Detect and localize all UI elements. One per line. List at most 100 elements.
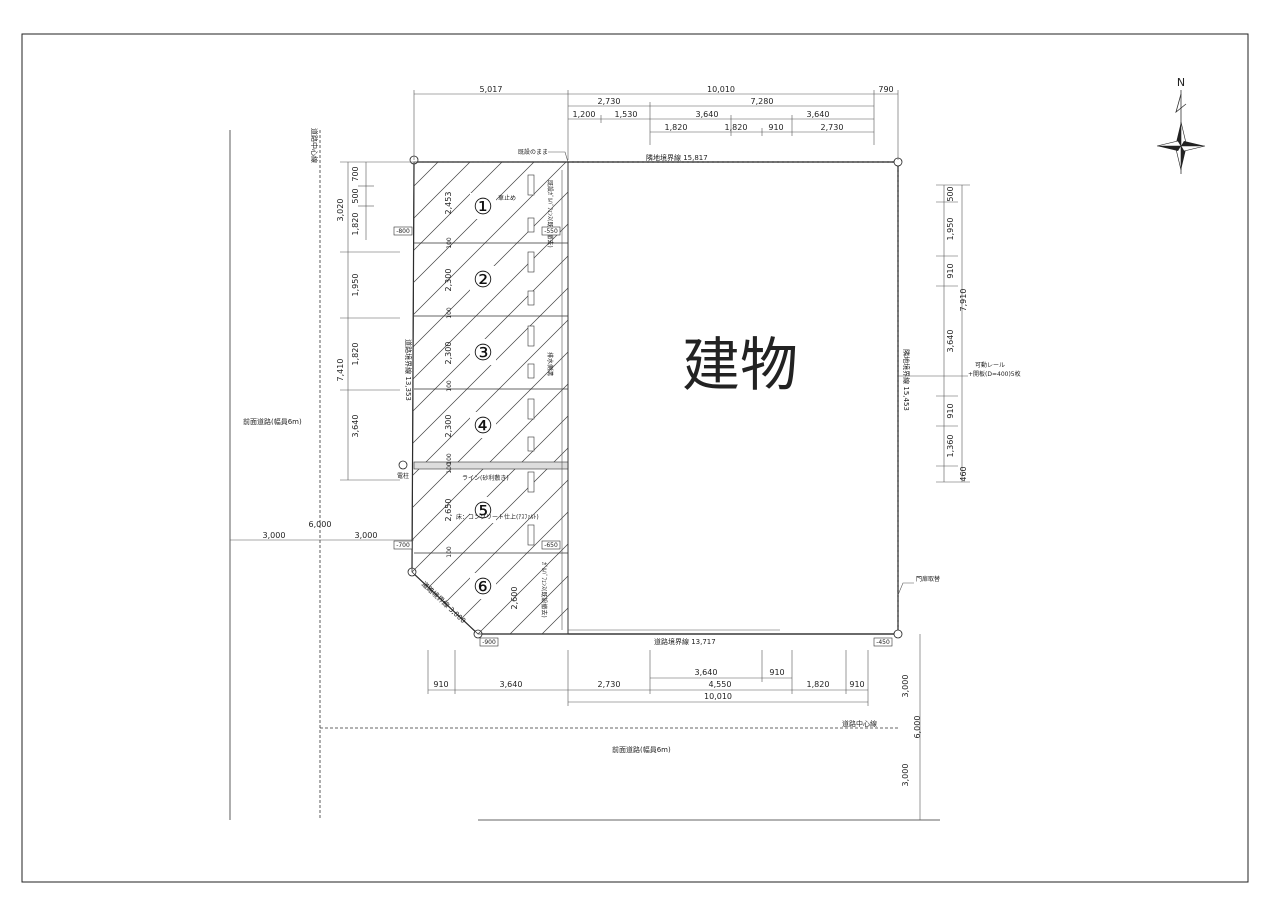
- parking-number-3: ③: [473, 341, 493, 366]
- svg-text:3,000: 3,000: [355, 531, 378, 540]
- parking-hatch: [400, 0, 580, 840]
- svg-text:2,600: 2,600: [510, 587, 519, 610]
- svg-text:N: N: [1177, 76, 1185, 89]
- svg-text:1,360: 1,360: [946, 435, 955, 458]
- svg-text:100: 100: [446, 453, 453, 465]
- hatch-line: [412, 275, 568, 457]
- parking-number-5: ⑤: [473, 499, 493, 524]
- top-dimensions: 5,017 10,010 790 2,730 7,280 1,200 1,530…: [413, 85, 899, 160]
- svg-text:2,730: 2,730: [598, 680, 621, 689]
- svg-text:7,280: 7,280: [751, 97, 774, 106]
- hatch-line: [412, 467, 568, 634]
- svg-text:910: 910: [768, 123, 783, 132]
- svg-text:-900: -900: [482, 639, 496, 646]
- svg-text:2,300: 2,300: [444, 342, 453, 365]
- svg-text:100: 100: [446, 307, 453, 319]
- svg-text:-450: -450: [876, 639, 890, 646]
- road-boundary-bottom-label: 道路境界線 13,717: [654, 637, 716, 646]
- parking-number-4: ④: [473, 414, 493, 439]
- utility-pole: [398, 460, 408, 470]
- car-stop-note: 車止め: [498, 194, 516, 202]
- hatch-line: [412, 563, 568, 634]
- svg-text:3,640: 3,640: [696, 110, 719, 119]
- svg-text:7,410: 7,410: [336, 359, 345, 382]
- svg-text:500: 500: [946, 186, 955, 201]
- fence-note: 既設ｶﾞﾙﾊﾞﾌｪﾝｽ(既設撤去): [546, 180, 554, 248]
- road-boundary-left-label: 道路境界線 13,353: [404, 339, 413, 401]
- gate-note: 門扉取替: [916, 575, 940, 583]
- svg-text:100: 100: [446, 546, 453, 558]
- bay-dividers: [413, 162, 780, 634]
- hatch-line: [412, 627, 568, 634]
- pole-label: 電柱: [397, 472, 409, 480]
- hatch-line: [412, 307, 568, 489]
- svg-text:3,000: 3,000: [901, 675, 910, 698]
- svg-text:910: 910: [946, 403, 955, 418]
- level-markers: -800 -550 -700 -650 -900 -450: [393, 226, 893, 647]
- bottom-dimensions: 3,640 910 910 3,640 2,730 4,550 1,820 91…: [427, 650, 869, 706]
- svg-text:1,530: 1,530: [615, 110, 638, 119]
- north-arrow-icon: N: [1156, 76, 1206, 174]
- drawing-frame: [21, 33, 1249, 883]
- panel-note: +開板(D=400)5枚: [968, 370, 1021, 378]
- svg-text:2,730: 2,730: [598, 97, 621, 106]
- svg-text:2,453: 2,453: [444, 192, 453, 215]
- front-road-label-bottom: 前面道路(幅員6m): [612, 745, 671, 754]
- left-dimensions: 3,020 1,950 1,820 3,640 7,410 700 500 1,…: [336, 161, 414, 481]
- hatch-line: [412, 162, 568, 233]
- parking-number-2: ②: [473, 268, 493, 293]
- svg-text:790: 790: [878, 85, 893, 94]
- svg-text:3,020: 3,020: [336, 199, 345, 222]
- drain-note: 排水側溝: [546, 352, 554, 376]
- front-road-label-left: 前面道路(幅員6m): [243, 417, 302, 426]
- svg-text:460: 460: [959, 466, 968, 481]
- hatch-line: [412, 162, 568, 201]
- parking-number-labels: ① ② ③ ④ ⑤ ⑥: [470, 193, 496, 600]
- svg-text:910: 910: [946, 263, 955, 278]
- hatch-line: [412, 162, 568, 329]
- bay-depth-dims: 2,453 2,300 2,300 2,300 2,650 2,600 100 …: [444, 192, 519, 610]
- svg-text:1,820: 1,820: [665, 123, 688, 132]
- svg-text:3,640: 3,640: [807, 110, 830, 119]
- svg-text:1,820: 1,820: [807, 680, 830, 689]
- svg-text:10,010: 10,010: [707, 85, 735, 94]
- road-center-label-bottom: 道路中心線: [842, 719, 877, 728]
- svg-text:3,640: 3,640: [946, 330, 955, 353]
- fence-bottom-note: ｶﾞﾙﾊﾞﾌｪﾝｽ(既設撤去): [540, 562, 548, 618]
- hatch-line: [400, 0, 580, 72]
- svg-text:1,950: 1,950: [946, 218, 955, 241]
- svg-text:2,730: 2,730: [821, 123, 844, 132]
- hatch-line: [412, 162, 568, 169]
- svg-text:1,200: 1,200: [573, 110, 596, 119]
- road-center-label-left: 道路中心線: [310, 128, 319, 163]
- svg-text:3,000: 3,000: [263, 531, 286, 540]
- line-paint-note: ライン(砂利敷き): [462, 474, 509, 482]
- right-dimensions: 500 1,950 910 3,640 910 1,360 460 7,910: [936, 184, 970, 483]
- svg-text:100: 100: [446, 237, 453, 249]
- hatch-line: [412, 595, 568, 634]
- svg-text:1,820: 1,820: [351, 343, 360, 366]
- building-label: 建物: [682, 331, 798, 399]
- svg-text:100: 100: [446, 462, 453, 474]
- hatch-line: [412, 162, 568, 265]
- svg-text:6,000: 6,000: [913, 716, 922, 739]
- svg-text:2,300: 2,300: [444, 415, 453, 438]
- hatch-line: [412, 531, 568, 634]
- svg-text:4,550: 4,550: [709, 680, 732, 689]
- svg-text:-800: -800: [396, 228, 410, 235]
- floor-finish-note: 床：コンクリート仕上(ｱｽﾌｧﾙﾄ): [456, 513, 539, 521]
- parking-number-1: ①: [473, 195, 493, 220]
- svg-text:3,640: 3,640: [695, 668, 718, 677]
- hatch-line: [400, 660, 580, 840]
- car-stops: [527, 174, 535, 546]
- road-boundary-corner-label: 道路境界線 3,000: [420, 579, 468, 625]
- svg-text:10,010: 10,010: [704, 692, 732, 701]
- hatch-line: [400, 0, 580, 8]
- svg-text:1,820: 1,820: [725, 123, 748, 132]
- hatch-line: [412, 243, 568, 425]
- svg-text:100: 100: [446, 380, 453, 392]
- svg-text:-700: -700: [396, 542, 410, 549]
- rail-note: 可動レール: [975, 361, 1005, 369]
- svg-text:2,300: 2,300: [444, 269, 453, 292]
